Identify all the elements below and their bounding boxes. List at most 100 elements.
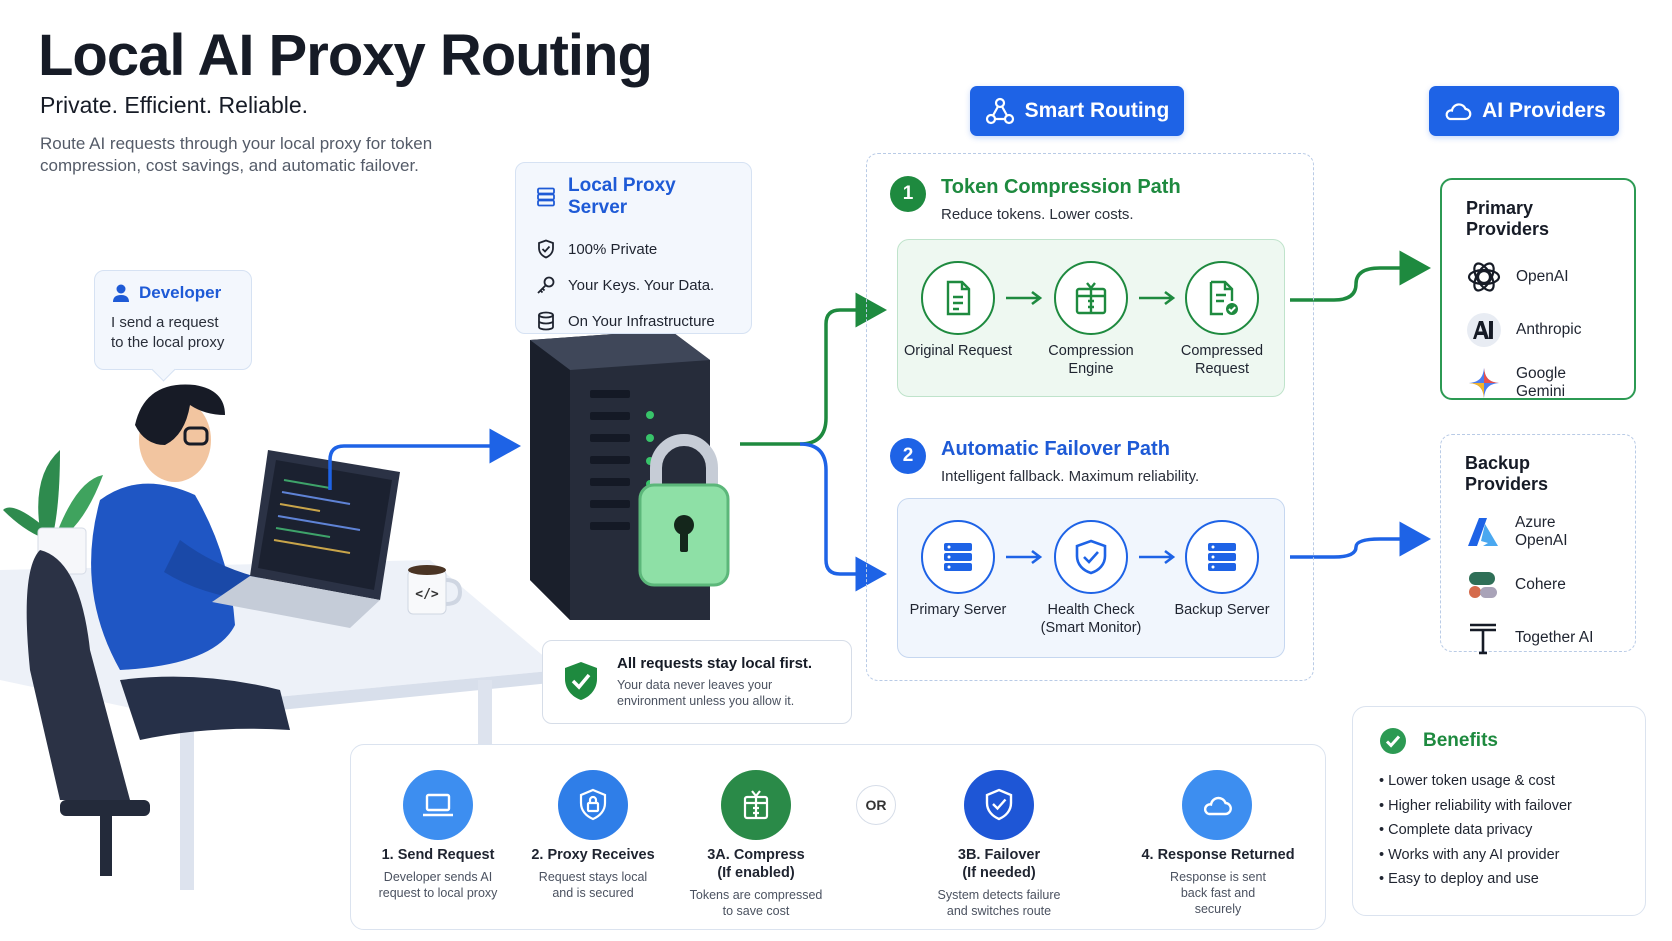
step-item: 2. Proxy Receives Request stays local an… (531, 847, 655, 900)
compressed-request-node (1185, 261, 1259, 335)
primary-providers-title: Primary Providers (1466, 198, 1550, 239)
local-proxy-title: Local Proxy Server (568, 175, 676, 218)
flow-arrow-icon (1006, 549, 1043, 565)
node-label: Original Request (904, 343, 1012, 359)
shield-check-icon (1075, 539, 1107, 575)
original-request-node (921, 261, 995, 335)
server-icon (944, 543, 972, 571)
step-item: 3B. Failover (If needed) System detects … (937, 847, 1061, 918)
anthropic-logo-icon (1467, 312, 1501, 347)
local-note-title: All requests stay local first. (617, 655, 813, 672)
shield-check-icon (565, 662, 597, 700)
shield-check-icon (985, 788, 1013, 821)
developer-illustration: </> (0, 384, 560, 890)
compression-engine-node (1054, 261, 1128, 335)
path-number-badge: 1 (890, 176, 926, 212)
local-note-text: Your data never leaves your environment … (617, 678, 795, 708)
shield-icon (538, 239, 554, 259)
network-icon (985, 97, 1014, 125)
page-description: Route AI requests through your local pro… (40, 134, 433, 175)
benefits-card: Benefits Lower token usage & cost Higher… (1352, 706, 1646, 916)
shield-lock-icon (579, 788, 607, 821)
local-first-note: All requests stay local first. Your data… (542, 640, 852, 724)
step-response-icon-circle (1182, 770, 1252, 840)
flow-arrow-icon (1006, 290, 1043, 306)
provider-item: Together AI (1465, 611, 1611, 664)
node-label: Health Check (Smart Monitor) (1040, 602, 1142, 636)
primary-providers-card: Primary Providers OpenAI Anthropic Googl… (1440, 178, 1636, 400)
cloud-icon (1203, 796, 1232, 816)
page-title: Local AI Proxy Routing (38, 23, 653, 88)
step-receive-icon-circle (558, 770, 628, 840)
azure-logo-icon (1468, 517, 1498, 546)
step-item: 1. Send Request Developer sends AI reque… (378, 847, 498, 900)
benefit-item: Complete data privacy (1379, 818, 1619, 843)
ai-providers-label: AI Providers (1482, 99, 1606, 122)
document-icon (946, 280, 971, 316)
benefit-item: Easy to deploy and use (1379, 867, 1619, 892)
node-label: Primary Server (909, 602, 1007, 618)
smart-routing-pill: Smart Routing (970, 86, 1184, 136)
local-proxy-card: Local Proxy Server 100% Private Your Key… (515, 162, 752, 334)
backup-providers-title: Backup Providers (1465, 453, 1549, 494)
cloud-icon (1445, 103, 1472, 121)
benefits-list: Lower token usage & cost Higher reliabil… (1379, 769, 1619, 892)
server-icon (1208, 543, 1236, 571)
user-icon (113, 284, 129, 302)
flow-arrow-icon (1139, 290, 1176, 306)
path-number-badge: 2 (890, 438, 926, 474)
developer-label: Developer (139, 283, 222, 302)
local-proxy-item: On Your Infrastructure (536, 303, 731, 339)
health-check-node (1054, 520, 1128, 594)
smart-routing-container (866, 153, 1314, 681)
ai-providers-pill: AI Providers (1429, 86, 1619, 136)
page-subtitle: Private. Efficient. Reliable. (40, 92, 309, 118)
benefit-item: Works with any AI provider (1379, 843, 1619, 868)
node-label: Compression Engine (1048, 343, 1134, 377)
benefits-title: Benefits (1423, 730, 1498, 751)
backup-providers-card: Backup Providers Azure OpenAI Cohere Tog… (1440, 434, 1636, 654)
provider-item: Anthropic (1466, 303, 1610, 356)
compress-icon (1075, 282, 1107, 315)
step-send-icon-circle (403, 770, 473, 840)
server-tower-illustration (530, 330, 730, 620)
compression-path-subtitle: Reduce tokens. Lower costs. (941, 206, 1134, 223)
gemini-logo-icon (1469, 367, 1499, 398)
local-proxy-item: 100% Private (536, 231, 731, 267)
together-ai-logo-icon (1470, 623, 1496, 654)
failover-path-subtitle: Intelligent fallback. Maximum reliabilit… (941, 468, 1200, 485)
primary-server-node (921, 520, 995, 594)
compress-icon (743, 790, 769, 820)
provider-item: Google Gemini (1466, 356, 1610, 409)
openai-logo-icon (1467, 261, 1501, 292)
process-steps-panel (350, 744, 1326, 930)
step-item: 4. Response Returned Response is sent ba… (1141, 847, 1295, 916)
cohere-logo-icon (1469, 571, 1497, 598)
local-proxy-item: Your Keys. Your Data. (536, 267, 731, 303)
provider-item: Azure OpenAI (1465, 505, 1611, 558)
step-item: 3A. Compress (If enabled) Tokens are com… (689, 847, 823, 918)
database-icon (538, 311, 554, 331)
step-compress-icon-circle (721, 770, 791, 840)
developer-bubble: Developer I send a request to the local … (94, 270, 252, 370)
smart-routing-label: Smart Routing (1024, 99, 1170, 122)
server-stack-icon (537, 187, 555, 207)
benefit-item: Lower token usage & cost (1379, 769, 1619, 794)
provider-item: OpenAI (1466, 250, 1610, 303)
step-failover-icon-circle (964, 770, 1034, 840)
flow-arrow-icon (1139, 549, 1176, 565)
developer-text: I send a request to the local proxy (111, 314, 225, 351)
backup-server-node (1185, 520, 1259, 594)
failover-path-title: Automatic Failover Path (941, 438, 1170, 460)
node-label: Compressed Request (1180, 343, 1264, 377)
document-check-icon (1209, 280, 1238, 316)
compression-path-title: Token Compression Path (941, 176, 1181, 198)
check-circle-icon (1380, 728, 1406, 754)
node-label: Backup Server (1174, 602, 1270, 618)
key-icon (537, 276, 555, 294)
svg-text:</>: </> (415, 587, 439, 602)
provider-item: Cohere (1465, 558, 1611, 611)
or-separator: OR (856, 785, 896, 825)
benefit-item: Higher reliability with failover (1379, 794, 1619, 819)
